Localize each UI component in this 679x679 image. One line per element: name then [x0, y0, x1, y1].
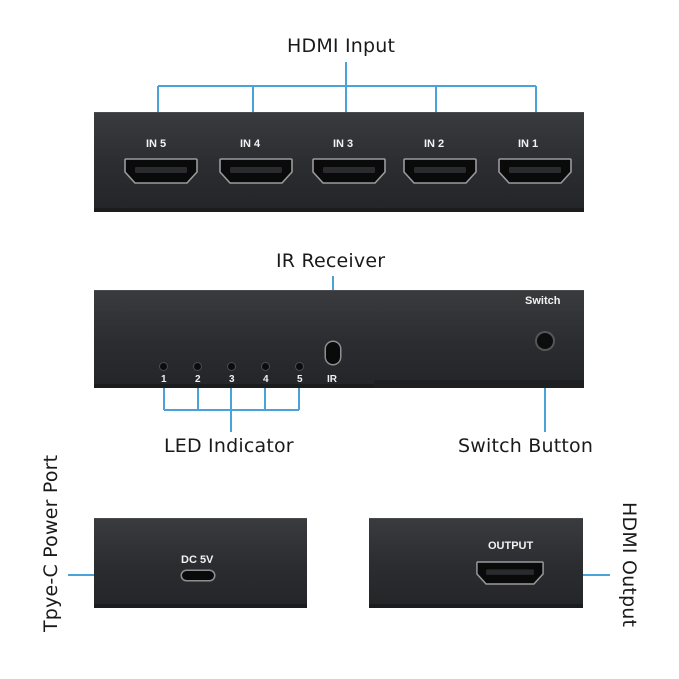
led-3 [228, 363, 235, 370]
switch-label: Switch [525, 295, 561, 307]
hdmi-output-callout: HDMI Output [618, 502, 640, 628]
switch-button-callout: Switch Button [458, 435, 594, 457]
led-2 [194, 363, 201, 370]
port-label-in2: IN 2 [424, 138, 445, 150]
front-panel-lower-edge [374, 380, 584, 388]
front-panel: Switch IR 1 2 3 4 5 [94, 290, 584, 388]
led-number-3: 3 [229, 374, 235, 385]
led-indicator-callout: LED Indicator [164, 435, 294, 457]
switch-button[interactable] [537, 333, 553, 349]
hdmi-port-in3-icon[interactable] [312, 158, 386, 184]
ir-receiver-window [326, 342, 340, 364]
power-panel: DC 5V [94, 518, 307, 608]
port-label-in1: IN 1 [518, 138, 539, 150]
hdmi-input-callout: HDMI Input [287, 35, 396, 57]
hdmi-port-in4-icon[interactable] [219, 158, 293, 184]
output-label: OUTPUT [488, 540, 534, 552]
ir-label: IR [327, 374, 337, 385]
hdmi-port-in2-icon[interactable] [403, 158, 477, 184]
led-number-4: 4 [263, 374, 269, 385]
ir-receiver-callout: IR Receiver [276, 250, 386, 272]
led-1 [160, 363, 167, 370]
port-label-in3: IN 3 [333, 138, 354, 150]
led-number-1: 1 [161, 374, 167, 385]
led-4 [262, 363, 269, 370]
dc-5v-label: DC 5V [181, 554, 214, 566]
port-label-in4: IN 4 [240, 138, 261, 150]
led-number-2: 2 [195, 374, 201, 385]
led-number-5: 5 [297, 374, 303, 385]
hdmi-output-port-icon[interactable] [476, 561, 544, 585]
output-panel: OUTPUT [369, 518, 583, 608]
hdmi-input-panel: IN 5 IN 4 IN 3 IN 2 IN 1 [94, 112, 584, 212]
usb-c-port-icon[interactable] [182, 571, 214, 580]
hdmi-port-in1-icon[interactable] [498, 158, 572, 184]
port-label-in5: IN 5 [146, 138, 167, 150]
power-port-callout: Tpye-C Power Port [40, 454, 62, 632]
hdmi-port-in5-icon[interactable] [124, 158, 198, 184]
led-5 [296, 363, 303, 370]
